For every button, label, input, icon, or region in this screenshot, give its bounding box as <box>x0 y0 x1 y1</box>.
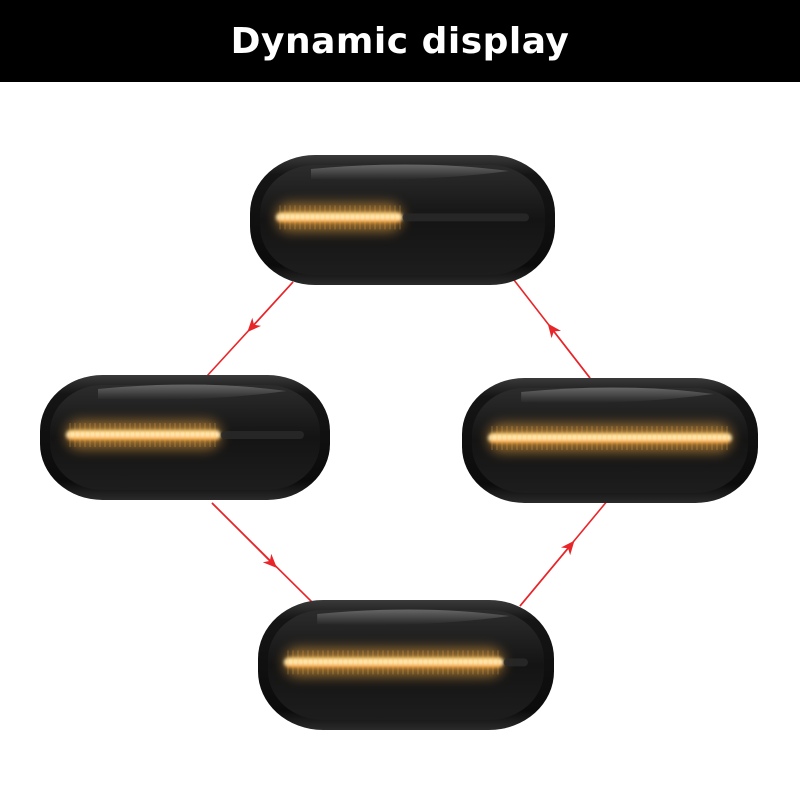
lamp-left-icon <box>40 375 330 500</box>
lamp-bottom-icon <box>258 600 554 730</box>
arrow-left-to-bottom <box>211 502 317 607</box>
header-bar: Dynamic display <box>0 0 800 82</box>
lamp-top-icon <box>250 155 555 285</box>
arrow-top-to-left <box>206 281 294 377</box>
arrow-right-to-top <box>513 279 591 379</box>
page-title: Dynamic display <box>230 20 570 62</box>
arrow-bottom-to-right <box>519 499 609 607</box>
lamp-right-icon <box>462 378 758 503</box>
